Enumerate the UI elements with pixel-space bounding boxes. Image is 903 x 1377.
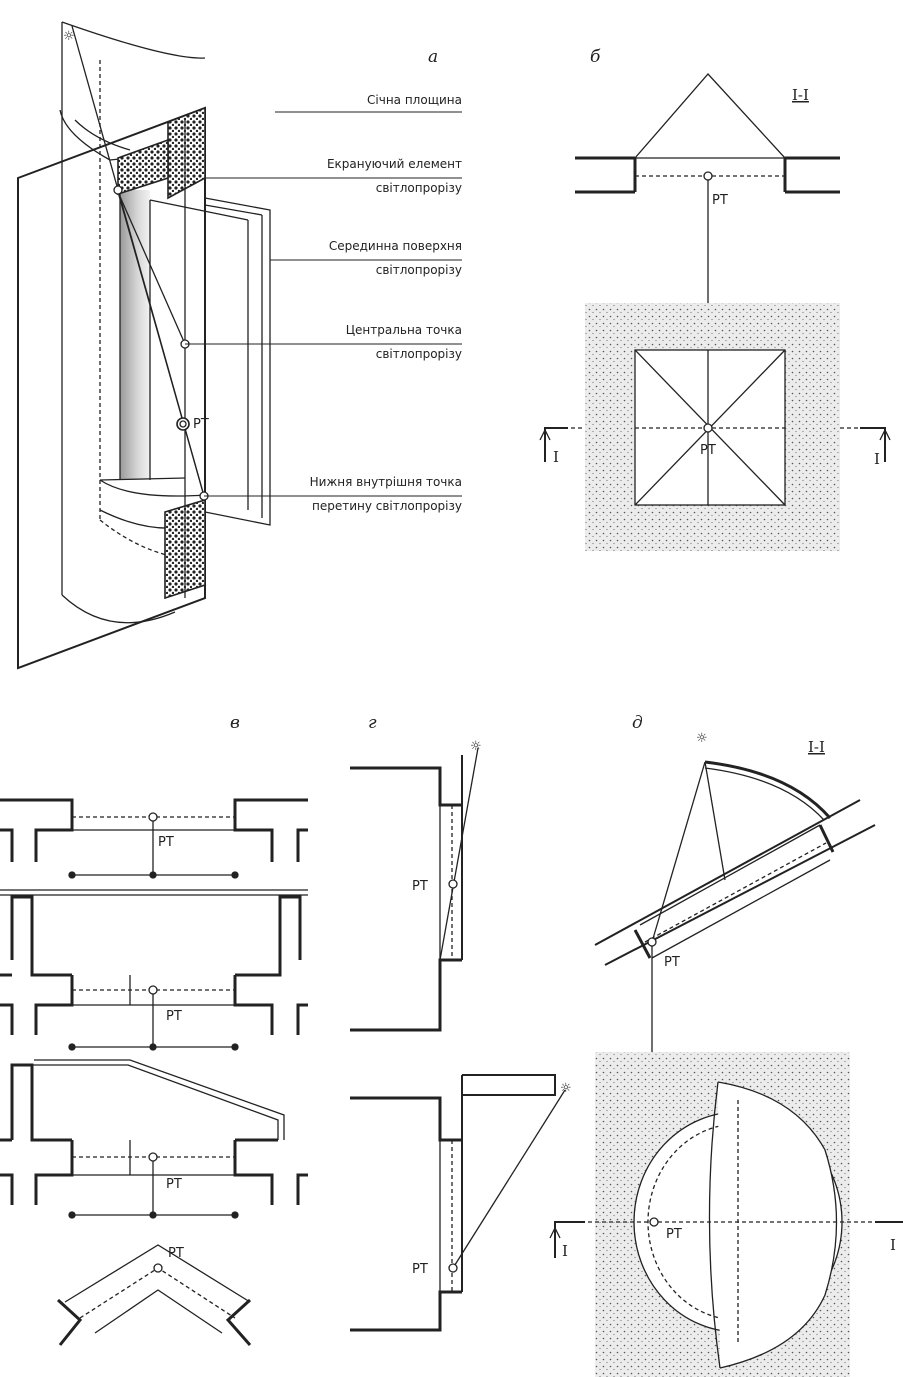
pt-label-d1: РТ bbox=[664, 955, 680, 970]
sun-icon-g2: ☼ bbox=[560, 1081, 572, 1096]
section-mark-b-left: I bbox=[553, 448, 559, 466]
panel-b-section bbox=[575, 73, 840, 428]
sun-icon-d: ☼ bbox=[696, 731, 708, 746]
callout-screen-element-2: світлопрорізу bbox=[376, 181, 462, 195]
pt-label-g2: РТ bbox=[412, 1262, 428, 1277]
callout-screen-element: Екрануючий елемент bbox=[327, 157, 462, 171]
section-mark-d-left: I bbox=[562, 1242, 568, 1260]
panel-d-section bbox=[594, 760, 876, 1222]
callout-lower-point: Нижня внутрішня точка bbox=[310, 475, 462, 489]
callout-leaders bbox=[185, 111, 462, 497]
pt-label-v4: РТ bbox=[168, 1246, 184, 1261]
panel-b-letter: б bbox=[590, 47, 601, 67]
section-mark-b-right: I bbox=[874, 450, 880, 468]
pt-label-g1: РТ bbox=[412, 879, 428, 894]
pt-label-b2: РТ bbox=[700, 443, 716, 458]
callout-lower-point-2: перетину світлопрорізу bbox=[312, 499, 462, 513]
panel-g-letter: г bbox=[368, 713, 377, 733]
callout-central-point-2: світлопрорізу bbox=[376, 347, 462, 361]
callout-mid-surface: Серединна поверхня bbox=[329, 239, 462, 253]
pt-label-b1: РТ bbox=[712, 193, 728, 208]
callout-cutting-plane: Січна площина bbox=[367, 93, 462, 107]
panel-d-plan bbox=[549, 1052, 903, 1377]
pt-label-a: РТ bbox=[193, 417, 209, 432]
sun-icon-g1: ☼ bbox=[470, 739, 482, 754]
sun-icon: ☼ bbox=[63, 29, 75, 44]
panel-a-drawing bbox=[17, 21, 271, 670]
pt-label-v1: РТ bbox=[158, 835, 174, 850]
section-mark-d-right: I bbox=[890, 1236, 896, 1254]
callout-mid-surface-2: світлопрорізу bbox=[376, 263, 462, 277]
panel-a-letter: а bbox=[428, 47, 438, 67]
callout-central-point: Центральна точка bbox=[346, 323, 462, 337]
panel-v-letter: в bbox=[230, 713, 240, 733]
panel-g-drawings bbox=[350, 747, 566, 1332]
section-label-d: I-I bbox=[808, 738, 825, 756]
panel-d-letter: д bbox=[632, 713, 643, 733]
panel-v-drawings bbox=[0, 798, 308, 1346]
pt-label-v2: РТ bbox=[166, 1009, 182, 1024]
pt-label-d2: РТ bbox=[666, 1227, 682, 1242]
pt-label-v3: РТ bbox=[166, 1177, 182, 1192]
panel-b-plan bbox=[539, 303, 891, 551]
section-label-b: I-I bbox=[792, 86, 809, 104]
